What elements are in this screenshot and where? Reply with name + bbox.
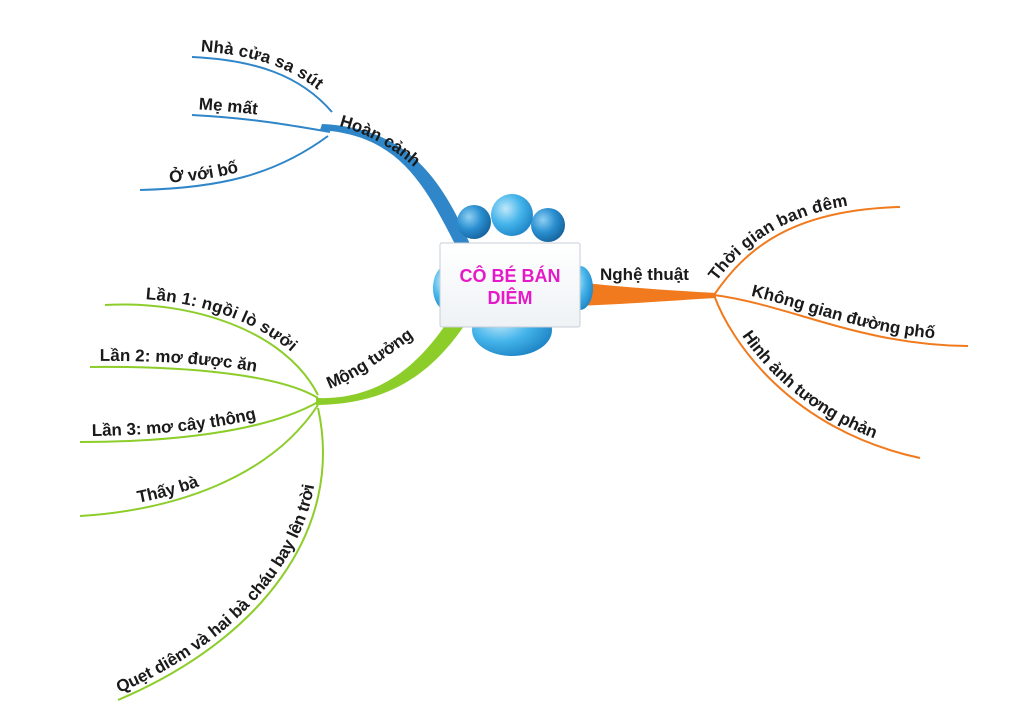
center-title-text-1: CÔ BÉ BÁN [459, 265, 560, 286]
branch-mong-tuong: Mộng tưởng Lần 1: ngồi lò sưởi Lần 2: mơ… [79, 284, 464, 701]
branch-hoan-canh: Hoàn cảnh Nhà cửa sa sút Mẹ mất Ở với bố [139, 36, 470, 250]
branch-hoan-canh-trunk [320, 124, 470, 250]
branch-label: Hoàn cảnh [338, 112, 424, 171]
child-thoi-gian: Thời gian ban đêm [704, 191, 848, 284]
child-khong-gian: Không gian đường phố [750, 281, 936, 342]
child-line [89, 365, 319, 399]
child-lan-3: Lần 3: mơ cây thông [92, 404, 258, 440]
child-label: Lần 3: mơ cây thông [92, 404, 258, 440]
center-title-line-1: CÔ BÉ BÁN [459, 265, 560, 286]
center-topic: CÔ BÉ BÁN DIÊM [433, 194, 593, 356]
branch-nghe-thuat: Nghệ thuật Thời gian ban đêm Không gian … [575, 191, 969, 459]
child-label: Lần 1: ngồi lò sưởi [145, 284, 301, 355]
child-hinh-anh: Hình ảnh tương phản [739, 327, 880, 442]
child-o-voi-bo: Ở với bố [168, 158, 239, 187]
center-card [439, 242, 581, 328]
center-title-line-2: DIÊM [488, 287, 533, 308]
branch-nghe-thuat-trunk [575, 282, 716, 306]
child-label: Thời gian ban đêm [704, 191, 848, 284]
child-label: Lần 2: mơ được ăn [100, 346, 259, 376]
child-label: Không gian đường phố [750, 281, 936, 342]
branch-nghe-thuat-label: Nghệ thuật [600, 265, 689, 284]
branch-mong-tuong-trunk [316, 315, 464, 405]
child-lan-1: Lần 1: ngồi lò sưởi [145, 284, 301, 355]
branch-label: Nghệ thuật [600, 265, 689, 284]
branch-hoan-canh-label: Hoàn cảnh [338, 112, 424, 171]
child-nha-cua: Nhà cửa sa sút [200, 36, 327, 93]
child-line [191, 114, 331, 133]
child-label: Hình ảnh tương phản [739, 327, 880, 442]
child-lan-2: Lần 2: mơ được ăn [100, 346, 259, 376]
child-label: Ở với bố [168, 158, 239, 187]
child-quet-diem: Quẹt diêm và hai bà cháu bay lên trời [113, 483, 318, 697]
center-title-text-2: DIÊM [488, 287, 533, 308]
child-label: Quẹt diêm và hai bà cháu bay lên trời [113, 483, 318, 697]
child-label: Nhà cửa sa sút [200, 36, 327, 93]
